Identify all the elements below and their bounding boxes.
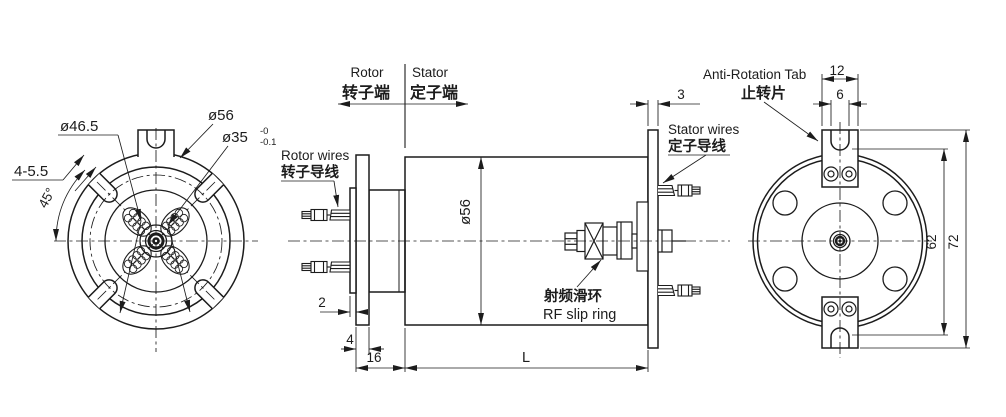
dim-bore-tol-upper: -0 [260,126,268,137]
stator-wires-label-en: Stator wires [668,122,740,137]
dim-stator-flange-label: 3 [677,87,685,102]
wire-bundle-sw [122,245,152,275]
dim-body-dia-label: ø56 [457,199,474,225]
dim-bolt-circle-label: ø46.5 [60,118,98,135]
side-view-labels: Rotor wires 转子导线 Stator wires 定子导线 射频滑环 … [281,122,740,323]
stator-end-label-en: Stator [412,65,449,80]
dim-angle-label: 45° [35,185,58,210]
rf-label-zh: 射频滑环 [543,287,602,305]
flange-holes [772,190,908,292]
rotor-end-label-zh: 转子端 [342,83,390,102]
rotor-wire-plate [349,187,357,294]
side-view-dimensions: ø56 2 4 16 L 3 [318,87,700,372]
front-view-rotor-end: ø46.5 ø56 ø35 -0 -0.1 4-5.5 45° [12,107,276,352]
dim-bore-tol-lower: -0.1 [260,137,276,148]
rotor-end-label-en: Rotor [350,65,384,80]
anti-rotation-tab-label-zh: 止转片 [741,84,786,102]
tab-slot [146,130,166,149]
dim-tab-width-label: 12 [829,63,844,78]
rotor-wire-lower [301,260,351,274]
wire-bundle-nw [122,207,152,237]
rotor-wire-upper [301,208,351,222]
dim-slot-width-label: 6 [836,87,844,102]
left-view-dimensions: ø46.5 ø56 ø35 -0 -0.1 4-5.5 45° [12,107,276,314]
stator-wires-label-zh: 定子导线 [668,137,726,155]
center-bore-detail [139,224,173,258]
anti-rotation-tab-label-en: Anti-Rotation Tab [703,67,806,82]
end-designation-header: Rotor 转子端 Stator 定子端 [338,64,468,148]
dim-outer-dia-label: ø56 [208,107,234,124]
rotor-wires-label-zh: 转子导线 [281,163,339,181]
stator-flange-plate [647,129,659,349]
rotor-flange-plate [355,154,370,326]
dim-flange-label: 4 [346,332,354,347]
dim-slot-span-label: 62 [924,234,939,249]
rf-slip-ring-symbol [564,201,686,272]
dim-bore-label: ø35 [222,129,248,146]
stator-end-label-zh: 定子端 [409,83,458,102]
end-view-stator-end: Anti-Rotation Tab 止转片 12 6 62 72 [703,63,970,358]
dim-rotor-length-label: 16 [366,350,381,365]
rotor-wires-label-en: Rotor wires [281,148,350,163]
dim-plate-label: 2 [318,295,326,310]
dim-body-length-label: L [522,350,530,366]
stator-wire-upper [658,184,701,197]
angle-dimension-arc [53,169,86,242]
rf-label-en: RF slip ring [543,307,616,323]
dim-tab-span-label: 72 [946,234,961,249]
stator-wire-lower [658,284,701,297]
dim-slots-label: 4-5.5 [14,163,48,180]
right-view-dimensions: Anti-Rotation Tab 止转片 12 6 62 72 [703,63,970,349]
side-view: Rotor 转子端 Stator 定子端 [281,64,740,372]
